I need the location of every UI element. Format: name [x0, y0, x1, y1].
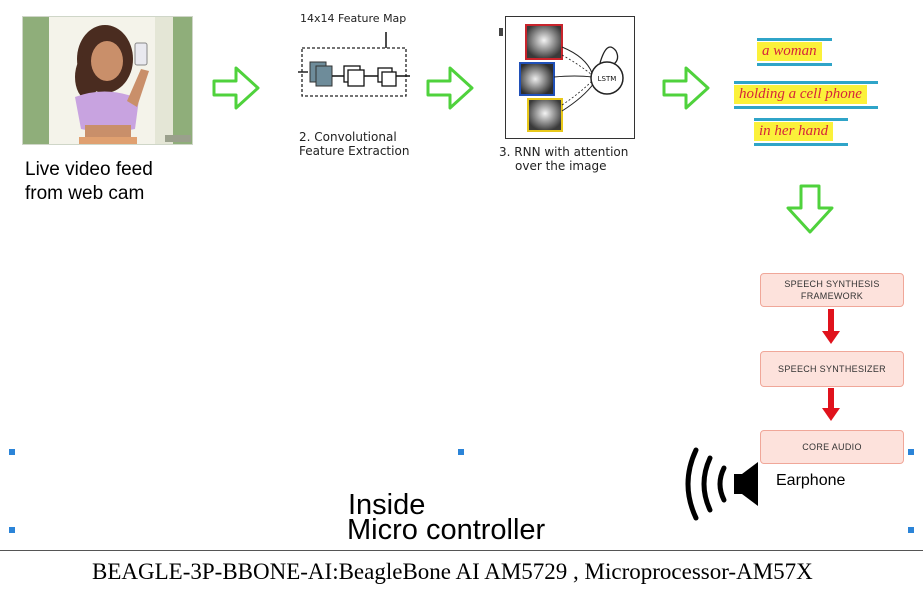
resize-handle[interactable] [458, 449, 464, 455]
webcam-label: Live video feed from web cam [25, 158, 153, 206]
speech-box1-line1: SPEECH SYNTHESIS [784, 279, 880, 289]
feature-map-caption-line1: 2. Convolutional [299, 130, 397, 144]
rnn-caption: 3. RNN with attention over the image [499, 145, 628, 173]
feature-map-caption: 2. Convolutional Feature Extraction [299, 130, 409, 158]
caption-bar [757, 38, 832, 41]
rnn-attention-diagram: LSTM [505, 16, 635, 139]
caption-bar [754, 118, 848, 121]
rnn-caption-line1: 3. RNN with attention [499, 145, 629, 159]
lstm-label: LSTM [598, 75, 617, 83]
speech-box2-label: SPEECH SYNTHESIZER [778, 364, 886, 374]
caption-bar [757, 63, 832, 66]
caption-word: in her hand [754, 122, 834, 141]
red-arrow-down-icon [822, 388, 840, 429]
resize-handle[interactable] [908, 449, 914, 455]
speech-box3-label: CORE AUDIO [802, 442, 862, 452]
earphone-label: Earphone [776, 472, 846, 489]
webcam-label-line1: Live video feed [25, 159, 153, 180]
webcam-label-line2: from web cam [25, 183, 145, 204]
caption-word: holding a cell phone [734, 85, 867, 104]
webcam-photo [22, 16, 193, 145]
caption-bar [754, 143, 848, 146]
caption-word: a woman [757, 42, 822, 61]
resize-handle[interactable] [908, 527, 914, 533]
caption-bar [734, 81, 878, 84]
speech-synthesis-framework-box: SPEECH SYNTHESIS FRAMEWORK [760, 273, 904, 307]
speech-box1-line2: FRAMEWORK [800, 291, 864, 301]
resize-handle[interactable] [9, 449, 15, 455]
rnn-tick [499, 28, 503, 36]
flow-arrow-right-icon [660, 64, 712, 112]
flow-arrow-right-icon [424, 64, 476, 112]
flow-arrow-down-icon [784, 182, 836, 236]
feature-map-caption-line2: Feature Extraction [299, 144, 410, 158]
speech-synthesizer-box: SPEECH SYNTHESIZER [760, 351, 904, 387]
controller-text-line1[interactable]: Inside [348, 489, 426, 521]
footer-divider [0, 550, 923, 551]
footer-hardware-text: BEAGLE-3P-BBONE-AI:BeagleBone AI AM5729 … [92, 559, 813, 584]
rnn-caption-line2: over the image [515, 159, 607, 173]
red-arrow-down-icon [822, 309, 840, 350]
flow-arrow-right-icon [210, 64, 262, 112]
speaker-icon [680, 444, 762, 529]
resize-handle[interactable] [9, 527, 15, 533]
feature-map-title: 14x14 Feature Map [300, 12, 407, 25]
core-audio-box: CORE AUDIO [760, 430, 904, 464]
feature-map-diagram [298, 30, 413, 105]
caption-bar [734, 106, 878, 109]
controller-text-line2[interactable]: Micro controller [347, 514, 546, 546]
